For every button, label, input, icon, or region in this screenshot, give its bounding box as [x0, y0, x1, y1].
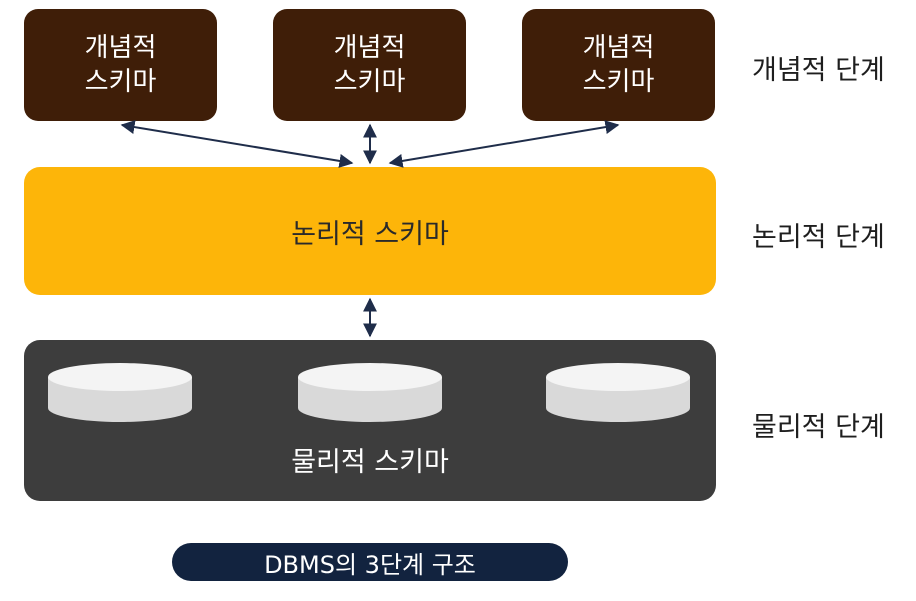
diagram-caption: DBMS의 3단계 구조	[172, 543, 568, 581]
logical-schema-label: 논리적 스키마	[291, 218, 449, 250]
logical-schema-box: 논리적 스키마	[24, 167, 716, 295]
arrow-conceptual3-logical	[388, 120, 620, 168]
arrow-conceptual1-logical	[120, 120, 354, 168]
conceptual-schema-label-line1: 개념적	[582, 33, 655, 63]
conceptual-schema-label-line2: 스키마	[84, 67, 157, 97]
level-label-physical: 물리적 단계	[752, 412, 885, 443]
conceptual-schema-box-3: 개념적 스키마	[522, 9, 715, 121]
conceptual-schema-box-2: 개념적 스키마	[273, 9, 466, 121]
disk-icon	[48, 363, 192, 422]
conceptual-schema-label-line1: 개념적	[333, 33, 406, 63]
disk-icon	[298, 363, 442, 422]
conceptual-schema-label-line1: 개념적	[84, 33, 157, 63]
conceptual-schema-label-line2: 스키마	[582, 67, 655, 97]
caption-text: DBMS의 3단계 구조	[264, 550, 476, 579]
level-label-conceptual: 개념적 단계	[752, 55, 885, 86]
physical-schema-label: 물리적 스키마	[291, 447, 449, 478]
disk-icon	[546, 363, 690, 422]
level-label-logical: 논리적 단계	[752, 222, 885, 253]
conceptual-schema-box-1: 개념적 스키마	[24, 9, 217, 121]
conceptual-schema-label-line2: 스키마	[333, 67, 406, 97]
